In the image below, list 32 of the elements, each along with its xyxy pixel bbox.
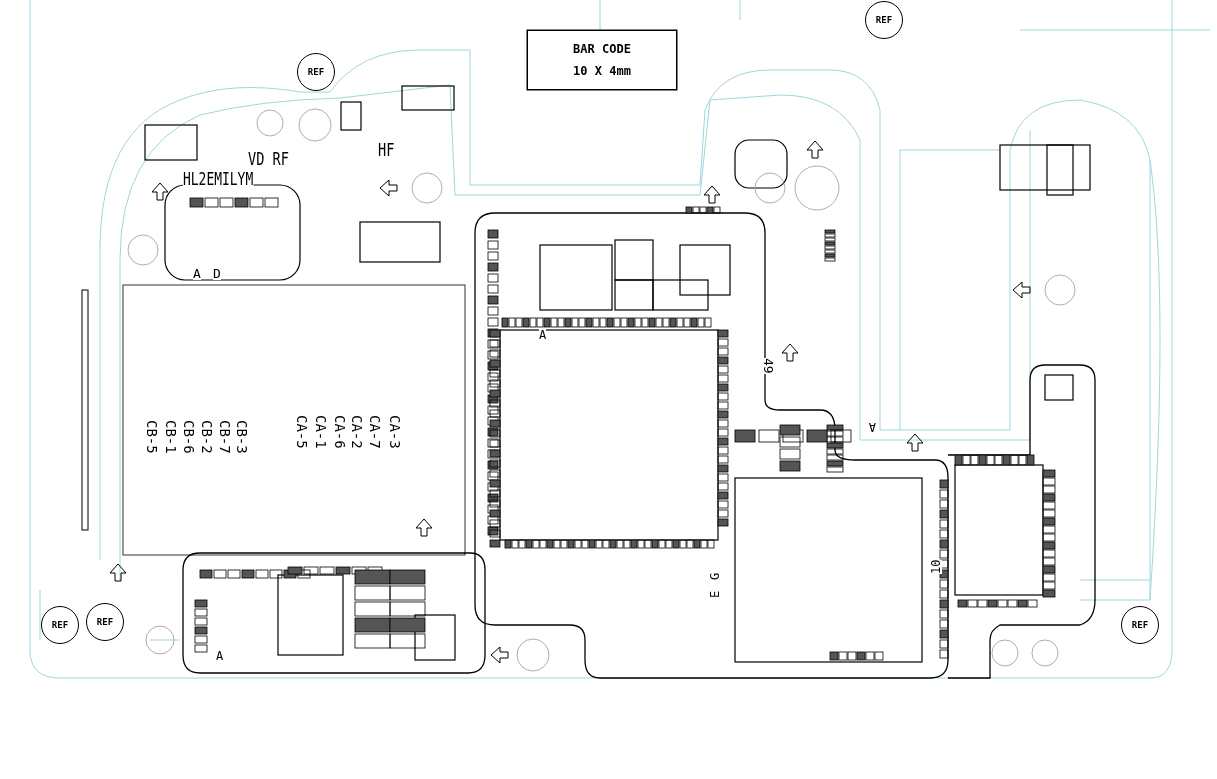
connector-pin-label: CA-5 [295,415,309,449]
connector-pin-label: CB-3 [235,420,249,454]
barcode-area-box [527,30,677,90]
connector-pin-label: CA-1 [314,415,328,449]
silkscreen-label: VD RF [248,151,289,168]
silkscreen-letter: E [709,590,721,598]
connector-pin-label: CA-2 [350,415,364,449]
silkscreen-letter: A [216,650,224,662]
connector-pin-label: CB-2 [200,420,214,454]
connector-pin-label: CB-5 [145,420,159,454]
silkscreen-label: HF [378,142,395,159]
barcode-text: BAR CODE [573,43,631,55]
silkscreen-letter: A [193,267,201,280]
connector-pin-label: CB-7 [218,420,232,454]
reference-label: REF [96,617,114,627]
reference-label: REF [875,15,893,25]
silkscreen-letter: D [213,267,221,280]
reference-label: REF [51,620,69,630]
connector-pin-label: CA-3 [388,415,402,449]
barcode-text: 10 X 4mm [573,65,631,77]
connector-pin-label: CA-6 [333,415,347,449]
silkscreen-letter: A [868,421,876,433]
silkscreen-letter: A [539,329,547,341]
silkscreen-number: 49 [762,358,775,374]
connector-pin-label: CB-6 [182,420,196,454]
connector-pin-label: CA-7 [368,415,382,449]
silkscreen-number: 10 [930,559,942,574]
reference-label: REF [1131,620,1149,630]
board-code-label: HL2EMILYM [183,170,254,188]
silkscreen-letter: G [709,572,721,580]
reference-label: REF [307,67,325,77]
connector-pin-label: CB-1 [164,420,178,454]
